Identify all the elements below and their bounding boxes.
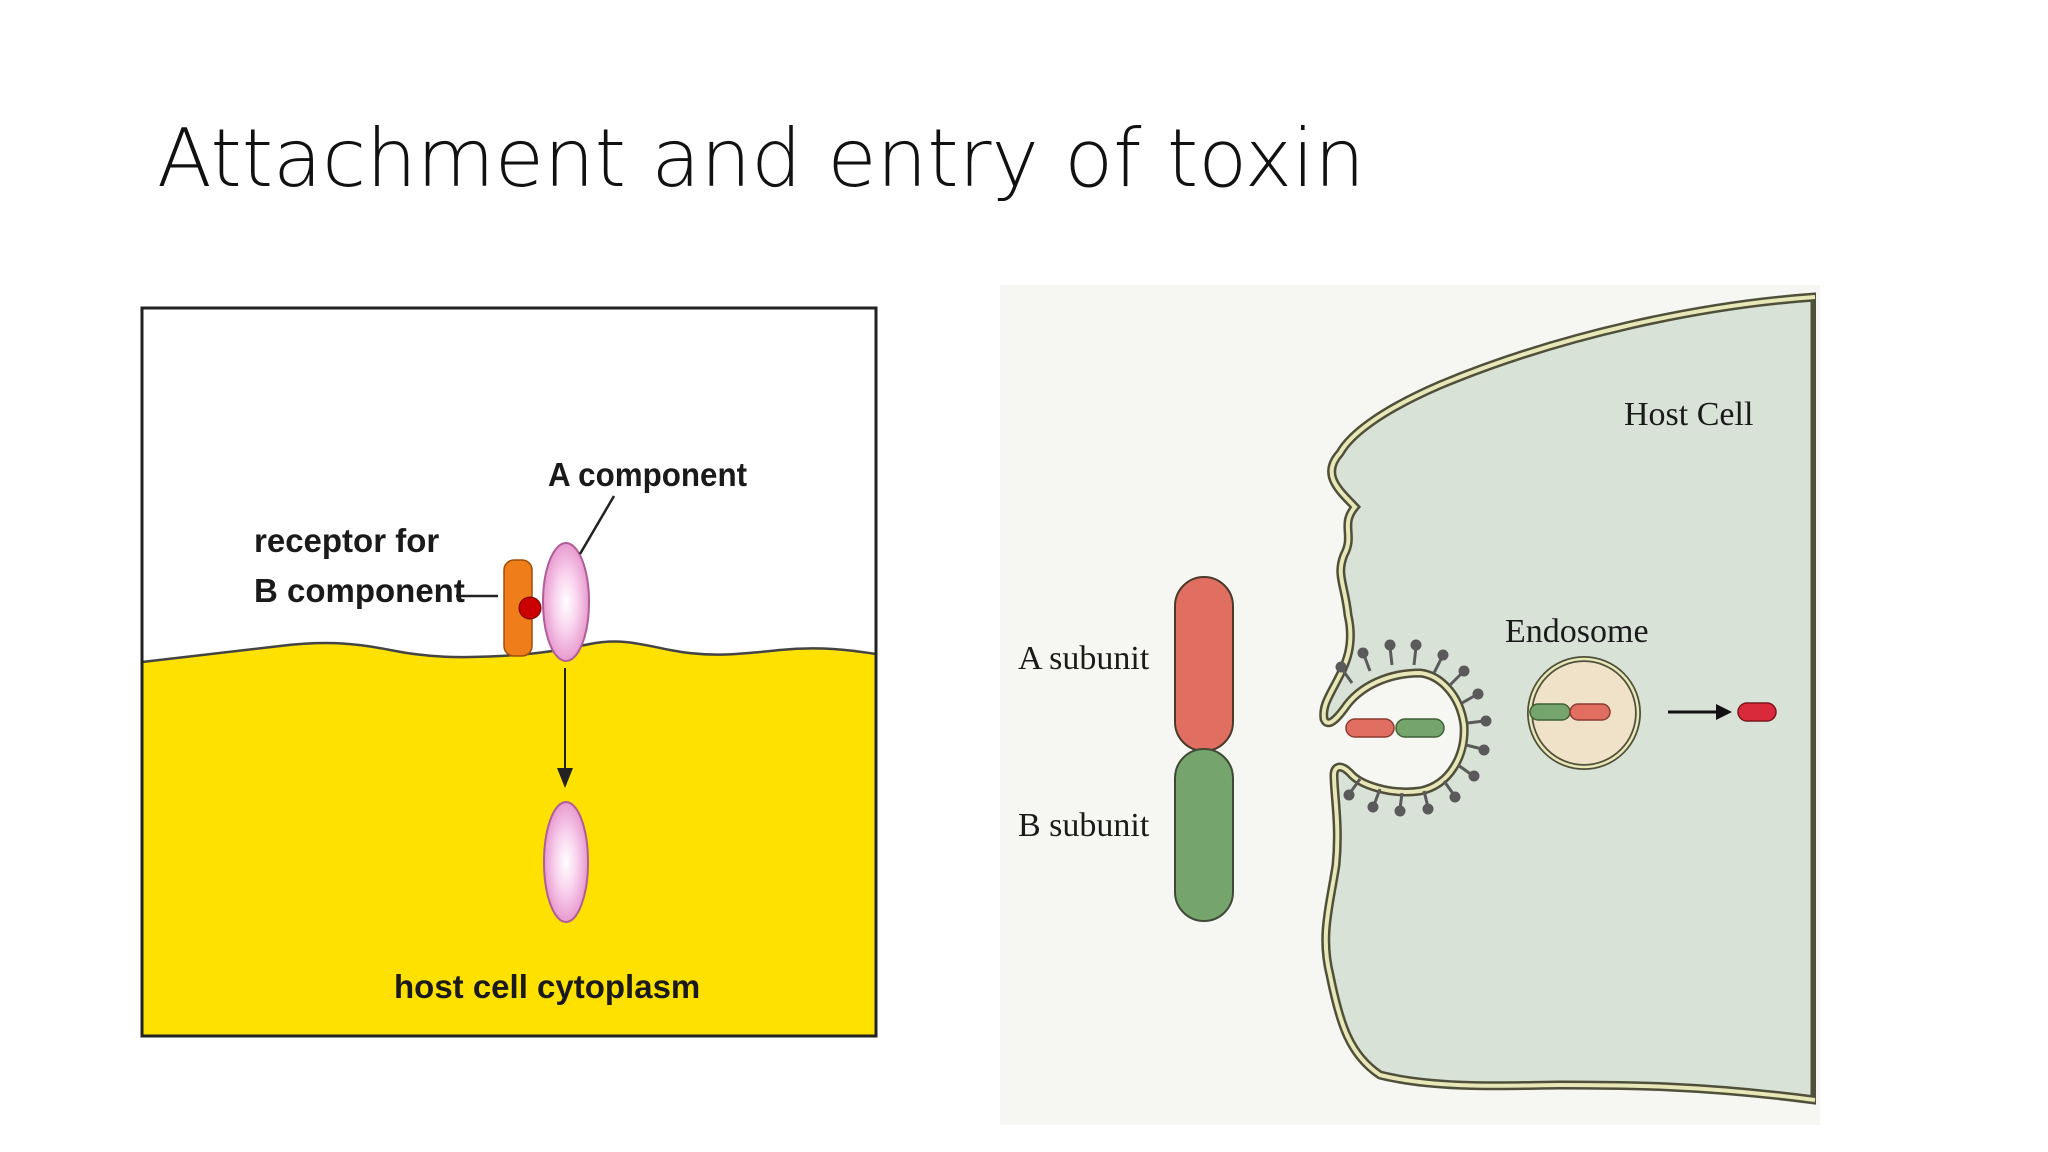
a-subunit-label: A subunit (1018, 640, 1150, 677)
internalized-a-component (543, 801, 589, 923)
host-cell-label: Host Cell (1624, 396, 1753, 433)
a-component-leader-line (578, 495, 616, 555)
release-arrow-head (1716, 704, 1732, 720)
endosome-b-subunit (1529, 703, 1571, 721)
b-subunit-label: B subunit (1018, 807, 1150, 844)
host-cell-entry-diagram: Host Cell Endosome A subunit B subunit (1000, 285, 1820, 1125)
a-component-label: A component (548, 456, 747, 493)
host-cell-membrane (1321, 295, 1816, 1102)
receptor-spikes (1335, 639, 1492, 817)
a-component (542, 542, 590, 662)
b-subunit (1174, 748, 1234, 922)
receptor-label-line-2: B component (254, 572, 465, 609)
b-component (518, 596, 542, 620)
cytoplasm-label: host cell cytoplasm (394, 968, 700, 1005)
entry-arrow-head (557, 768, 573, 788)
cytoplasm-region (142, 641, 876, 1036)
internalizing-b-subunit (1395, 718, 1445, 738)
a-subunit (1174, 576, 1234, 752)
free-a-subunit (1737, 702, 1777, 722)
border (140, 306, 878, 1038)
toxin-attachment-diagram: A component receptor for B component hos… (140, 306, 878, 1038)
right-edge-cover (1816, 285, 1820, 1125)
endosome-label: Endosome (1505, 613, 1649, 650)
membrane-line (141, 640, 877, 664)
slide-title: Attachment and entry of toxin (157, 112, 1365, 205)
internalizing-a-subunit (1345, 718, 1395, 738)
endosome-a-subunit (1569, 703, 1611, 721)
receptor-label-line-1: receptor for (254, 522, 439, 559)
